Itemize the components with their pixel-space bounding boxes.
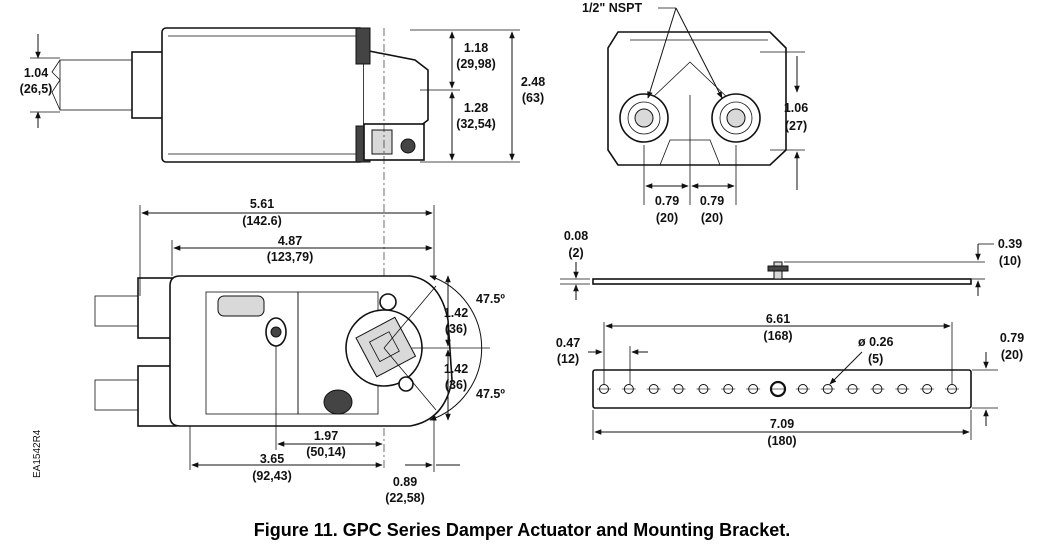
- port-left-in: 0.79: [655, 194, 679, 208]
- base-mm: (92,43): [252, 469, 292, 483]
- lower-dim-in: 1.28: [464, 101, 488, 115]
- shaft-clamp: [355, 316, 417, 378]
- total-height-in: 2.48: [521, 75, 545, 89]
- edge-offset-mm: (22,58): [385, 491, 425, 505]
- actuator-head-top: [363, 49, 429, 135]
- hole-span-mm: (168): [763, 329, 792, 343]
- angle-top: 47.5º: [476, 292, 505, 306]
- length-in: 5.61: [250, 197, 274, 211]
- top-view: 1.04 (26,5) 1.18 (29,98) 1.28 (32,54) 2.…: [20, 27, 545, 163]
- edge-dist-mm: (12): [557, 352, 579, 366]
- lower-half-in: 1.42: [444, 362, 468, 376]
- edge-dist-in: 0.47: [556, 336, 580, 350]
- figure-caption: Figure 11. GPC Series Damper Actuator an…: [254, 520, 790, 540]
- cable-gland: [131, 51, 165, 119]
- bracket-width-in: 0.79: [1000, 331, 1024, 345]
- bracket-plate-side: [592, 278, 972, 285]
- cable-dim-mm: (26,5): [20, 82, 53, 96]
- inner-length-in: 4.87: [278, 234, 302, 248]
- stud-height-mm: (10): [999, 254, 1021, 268]
- bracket-holes: [597, 380, 959, 398]
- hole-diameter-in: ø 0.26: [858, 335, 893, 349]
- label-slot: [217, 295, 265, 317]
- front-view: 47.5º 47.5º 1.42 (36) 1.42 (36) 5.61 (14…: [94, 197, 505, 505]
- edge-offset-in: 0.89: [393, 475, 417, 489]
- bracket-length-mm: (180): [767, 434, 796, 448]
- conduit-label: 1/2" NSPT: [582, 1, 642, 15]
- hole-diameter-mm: (5): [868, 352, 883, 366]
- plate-thickness-mm: (2): [568, 246, 583, 260]
- port-right-in: 0.79: [700, 194, 724, 208]
- reset-knob: [400, 138, 416, 154]
- actuator-body-top: [161, 27, 365, 163]
- plate-thickness-in: 0.08: [564, 229, 588, 243]
- port-right-mm: (20): [701, 211, 723, 225]
- bracket-width-mm: (20): [1001, 348, 1023, 362]
- end-view: 1/2" NSPT 1.06 (27) 0.79 (20) 0.79 (20): [582, 1, 808, 225]
- base-in: 3.65: [260, 452, 284, 466]
- angle-bottom: 47.5º: [476, 387, 505, 401]
- upper-dim-in: 1.18: [464, 41, 488, 55]
- release-button: [323, 389, 353, 415]
- total-height-mm: (63): [522, 91, 544, 105]
- port-left-mm: (20): [656, 211, 678, 225]
- cable-dim-in: 1.04: [24, 66, 48, 80]
- length-mm: (142.6): [242, 214, 282, 228]
- stud-height-in: 0.39: [998, 237, 1022, 251]
- port-height-in: 1.06: [784, 101, 808, 115]
- bracket-top-view: 6.61 (168) 0.47 (12) ø 0.26 (5) 0.79 (20…: [556, 312, 1024, 448]
- upper-half-mm: (36): [445, 322, 467, 336]
- lower-dim-mm: (32,54): [456, 117, 496, 131]
- cable-break: [51, 59, 61, 111]
- hole-span-in: 6.61: [766, 312, 790, 326]
- bracket-length-in: 7.09: [770, 417, 794, 431]
- upper-dim-mm: (29,98): [456, 57, 496, 71]
- bracket-side-view: 0.08 (2) 0.39 (10): [560, 229, 1022, 300]
- upper-half-in: 1.42: [444, 306, 468, 320]
- port-height-mm: (27): [785, 119, 807, 133]
- lower-half-mm: (36): [445, 378, 467, 392]
- shaft-offset-in: 1.97: [314, 429, 338, 443]
- cable: [59, 59, 141, 111]
- shaft-offset-mm: (50,14): [306, 445, 346, 459]
- inner-length-mm: (123,79): [267, 250, 314, 264]
- document-code: EA1542R4: [32, 429, 43, 478]
